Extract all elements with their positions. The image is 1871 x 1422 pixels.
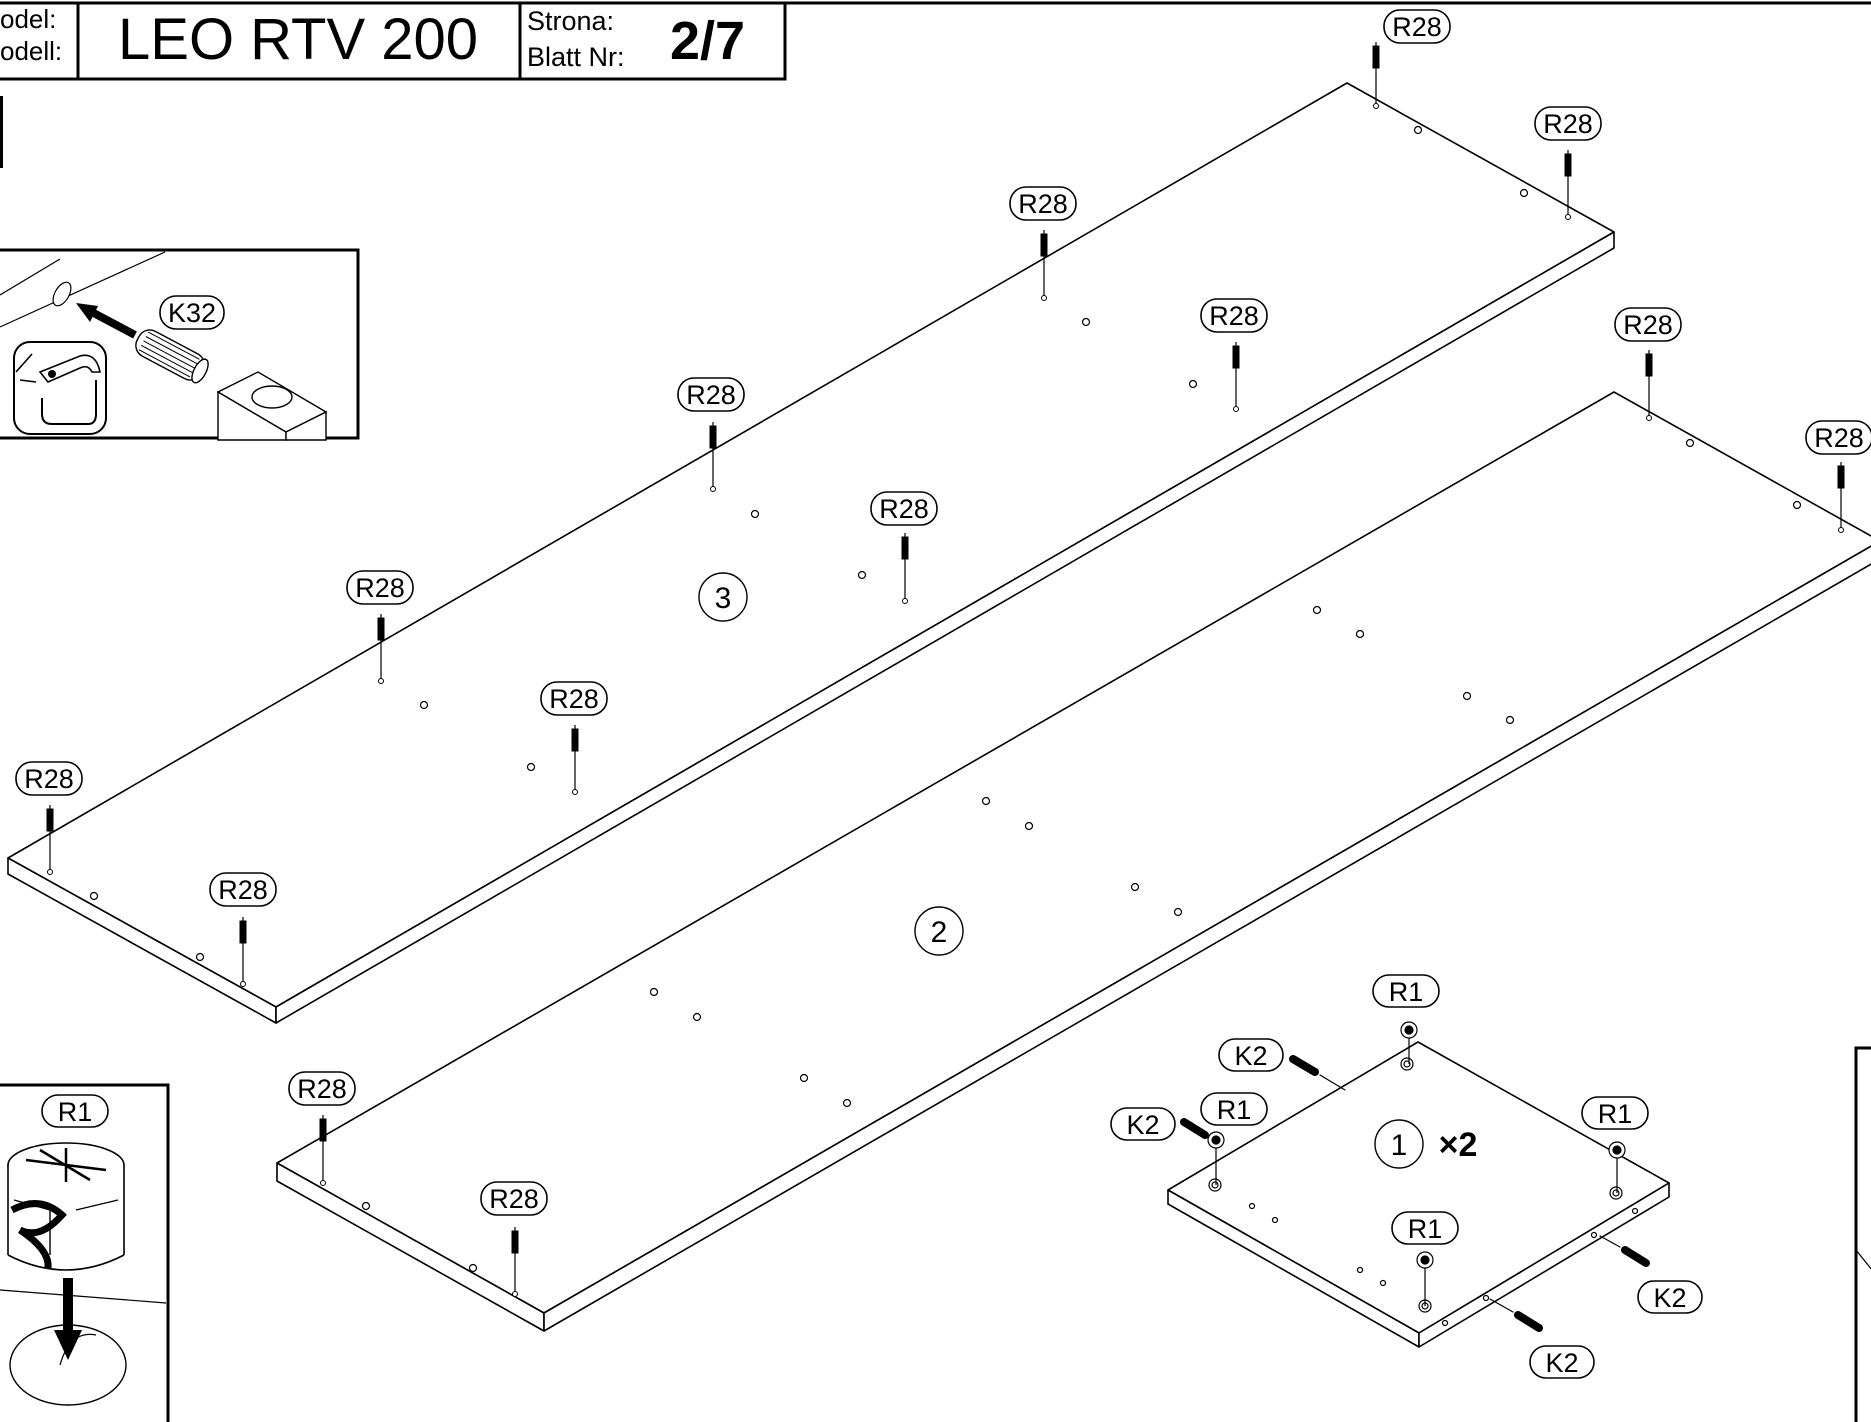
label-k2: K2 [1529, 1345, 1595, 1379]
svg-text:K2: K2 [1126, 1110, 1159, 1140]
r1-cam-locks [1207, 1021, 1626, 1306]
label-r1: R1 [41, 1094, 109, 1128]
label-r28: R28 [346, 570, 414, 605]
panel-2-board [276, 391, 1871, 1332]
r28-pin [377, 614, 385, 684]
r28-pin [46, 805, 54, 875]
svg-text:R28: R28 [1623, 310, 1673, 340]
r28-pin [239, 917, 247, 987]
label-k2: K2 [1218, 1038, 1284, 1072]
r28-pin [1645, 350, 1653, 421]
r28-pin [319, 1115, 327, 1186]
r1-detail-inset [0, 1083, 170, 1422]
r28-pin [1372, 42, 1380, 109]
r28-pin [1837, 462, 1845, 533]
svg-text:R28: R28 [549, 684, 599, 714]
r28-pin [709, 422, 717, 492]
svg-text:1: 1 [1391, 1129, 1408, 1162]
label-r28: R28 [480, 1181, 548, 1216]
right-inset-edge [1854, 1046, 1871, 1422]
r28-pin [1040, 230, 1048, 301]
hammer-warning-icon [41, 380, 97, 425]
svg-text:R28: R28 [1814, 423, 1864, 453]
svg-text:K2: K2 [1653, 1283, 1686, 1313]
svg-text:R1: R1 [58, 1097, 93, 1127]
panel-number-2: 2 [914, 906, 964, 956]
svg-text:R1: R1 [1598, 1099, 1633, 1129]
part-labels: R28 R28 R28 R28 R28 R28 R28 R28 R28 R28 … [15, 9, 1871, 1379]
r28-pin [1564, 150, 1572, 220]
label-r28: R28 [1805, 420, 1871, 455]
svg-text:R1: R1 [1408, 1214, 1443, 1244]
r28-pin [901, 533, 909, 604]
svg-text:R28: R28 [355, 573, 405, 603]
svg-text:R1: R1 [1217, 1095, 1252, 1125]
svg-text:3: 3 [715, 582, 732, 615]
panel-1-board [1167, 1041, 1670, 1348]
r28-pin [511, 1227, 519, 1297]
svg-text:R28: R28 [218, 875, 268, 905]
panel-number-3: 3 [698, 572, 748, 622]
panel-1-quantity: ×2 [1439, 1126, 1478, 1164]
svg-text:R28: R28 [686, 380, 736, 410]
label-k2: K2 [1110, 1107, 1176, 1141]
k32-detail-inset [0, 248, 360, 441]
page-number: 2/7 [670, 11, 746, 71]
k2-dowels [1180, 1055, 1650, 1332]
panel-numbers: 3 2 1 ×2 [698, 572, 1478, 1169]
svg-text:2: 2 [931, 916, 948, 949]
model-label-line-2: odell: [0, 36, 63, 66]
label-r28: R28 [540, 681, 608, 716]
svg-text:K2: K2 [1234, 1041, 1267, 1071]
label-r28: R28 [1200, 298, 1268, 333]
label-k2: K2 [1637, 1280, 1703, 1314]
svg-text:R28: R28 [1543, 109, 1593, 139]
label-r1: R1 [1372, 974, 1440, 1008]
svg-text:R28: R28 [489, 1184, 539, 1214]
label-r1: R1 [1581, 1096, 1649, 1130]
svg-text:R28: R28 [1392, 12, 1442, 42]
r28-pins [46, 42, 1845, 1297]
label-r28: R28 [1614, 307, 1682, 342]
label-r28: R28 [288, 1071, 356, 1106]
model-name: LEO RTV 200 [118, 7, 479, 72]
r28-pin [1232, 342, 1240, 412]
svg-text:R28: R28 [1018, 189, 1068, 219]
svg-text:R28: R28 [297, 1074, 347, 1104]
svg-text:R1: R1 [1389, 977, 1424, 1007]
label-r28: R28 [209, 872, 277, 907]
drill-holes [89, 125, 1802, 1327]
model-label-line-1: odel: [0, 4, 57, 34]
r28-pin [571, 725, 579, 795]
label-r1: R1 [1391, 1211, 1459, 1245]
label-r28: R28 [1534, 106, 1602, 141]
panel-number-1: 1 [1374, 1119, 1424, 1169]
page-label-line-2: Blatt Nr: [527, 42, 625, 72]
label-r28: R28 [1383, 9, 1451, 44]
label-r1: R1 [1200, 1092, 1268, 1126]
svg-text:K32: K32 [168, 298, 216, 328]
label-k32: K32 [159, 295, 225, 330]
svg-text:R28: R28 [1209, 301, 1259, 331]
label-r28: R28 [1009, 186, 1077, 221]
page-label-line-1: Strona: [527, 6, 615, 36]
svg-text:R28: R28 [879, 494, 929, 524]
svg-text:R28: R28 [24, 764, 74, 794]
header-frame [0, 1, 1871, 168]
label-r28: R28 [677, 377, 745, 412]
label-r28: R28 [870, 491, 938, 526]
label-r28: R28 [15, 761, 83, 796]
svg-text:K2: K2 [1545, 1348, 1578, 1378]
